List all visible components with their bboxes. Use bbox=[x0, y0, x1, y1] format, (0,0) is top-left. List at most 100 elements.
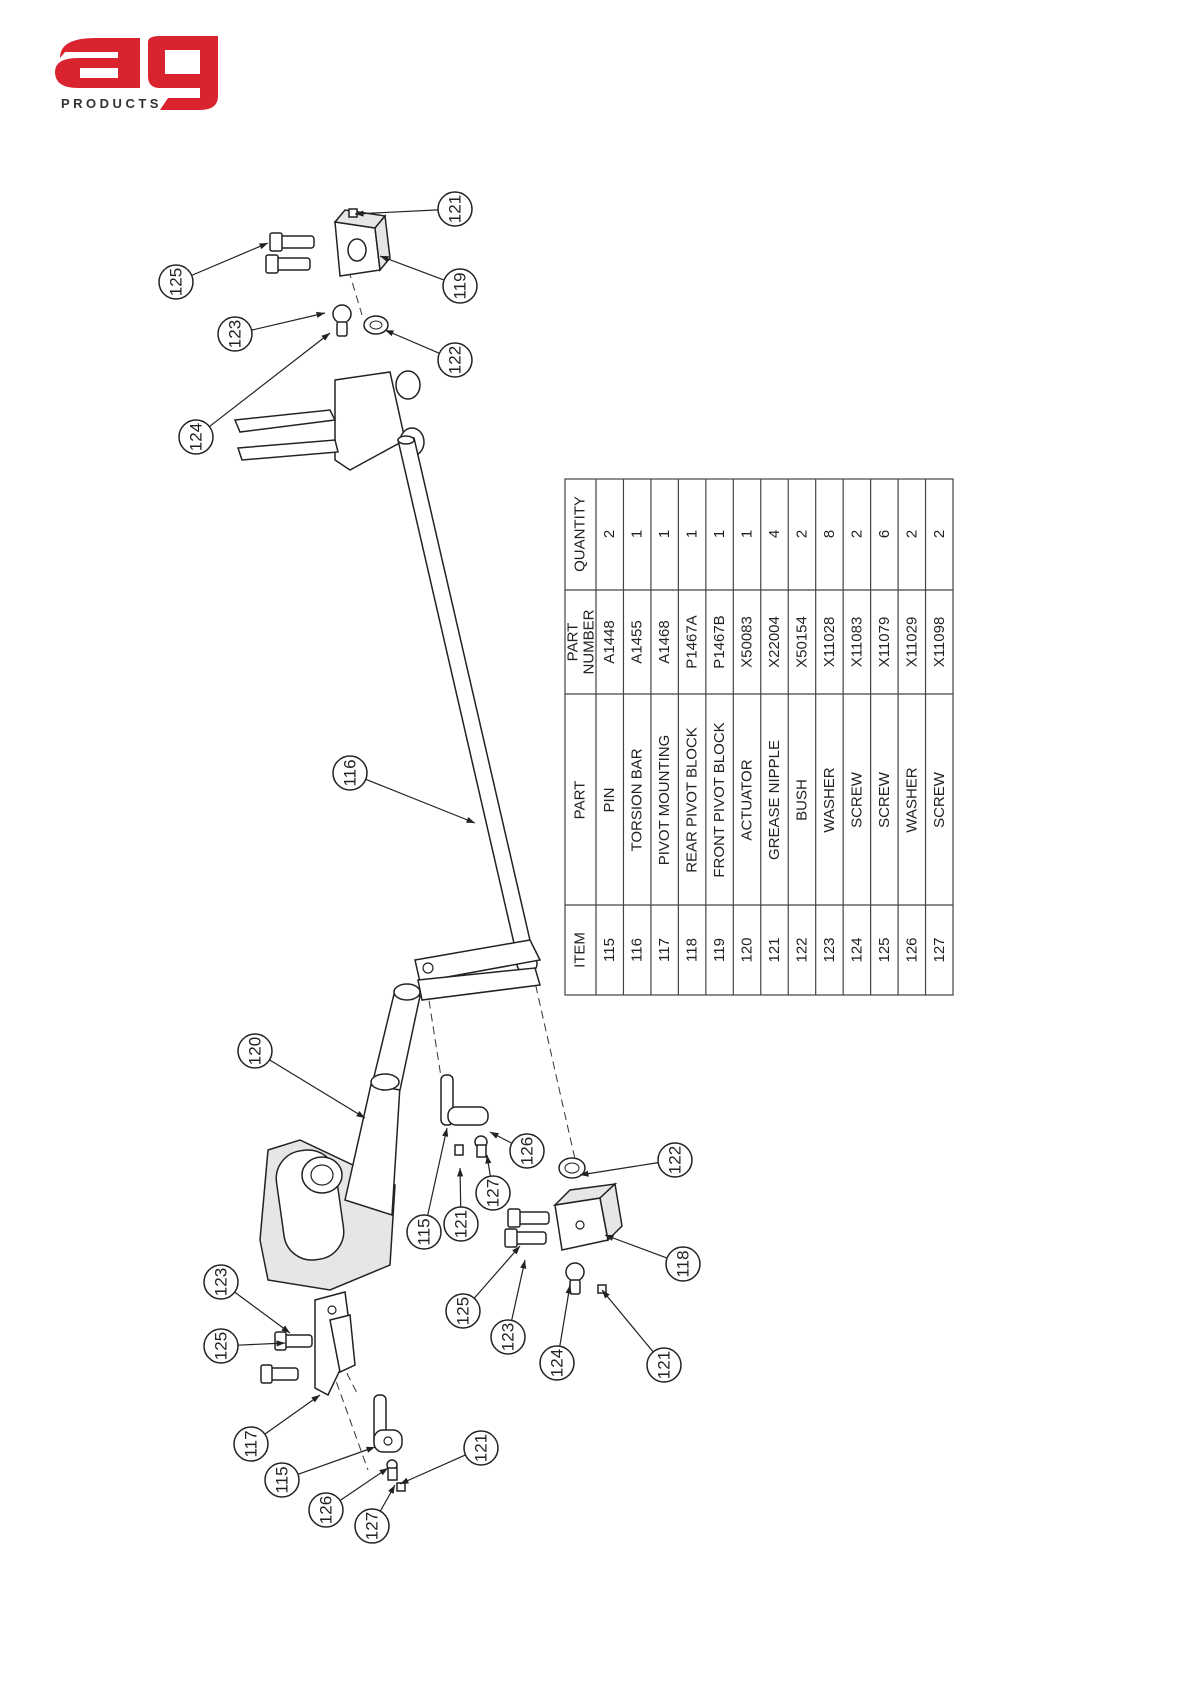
balloon-circle bbox=[490, 1319, 526, 1355]
balloon-label: 127 bbox=[484, 1179, 503, 1207]
balloon-125: 125 bbox=[203, 1328, 286, 1364]
cell-quantity: 1 bbox=[656, 530, 673, 538]
leader-arrowhead bbox=[355, 210, 364, 217]
cell-part: BUSH bbox=[793, 779, 810, 821]
balloon-115: 115 bbox=[264, 1446, 376, 1498]
cell-part-number: X11028 bbox=[821, 617, 838, 668]
balloon-label: 122 bbox=[446, 346, 465, 374]
cell-item: 119 bbox=[711, 938, 728, 962]
leader-arrowhead bbox=[259, 243, 268, 250]
pivot-mounting bbox=[314, 1291, 356, 1397]
balloon-115: 115 bbox=[406, 1127, 449, 1250]
leader-line bbox=[269, 1059, 366, 1119]
cell-quantity: 2 bbox=[793, 530, 810, 538]
balloon-label: 123 bbox=[499, 1323, 518, 1351]
balloon-label: 121 bbox=[452, 1210, 471, 1238]
leader-line bbox=[191, 242, 269, 276]
balloon-circle bbox=[233, 1426, 269, 1462]
leader-line bbox=[559, 1284, 571, 1347]
balloon-122: 122 bbox=[579, 1142, 693, 1178]
parts-list-table: QUANTITY PART NUMBER PART ITEM 2A1448PIN… bbox=[564, 478, 954, 996]
leader-line bbox=[365, 778, 476, 824]
cell-part: SCREW bbox=[876, 771, 893, 828]
leader-line bbox=[339, 1467, 389, 1501]
balloon-circle bbox=[203, 1264, 239, 1300]
balloon-label: 121 bbox=[655, 1351, 674, 1379]
balloon-label: 125 bbox=[167, 268, 186, 296]
cell-part: WASHER bbox=[821, 767, 838, 832]
cell-part-number: P1467A bbox=[684, 615, 701, 668]
balloon-circle bbox=[178, 419, 214, 455]
balloon-circle bbox=[445, 1293, 481, 1329]
balloon-label: 126 bbox=[317, 1496, 336, 1524]
leader-arrowhead bbox=[321, 333, 330, 341]
ag-products-logo: PRODUCTS bbox=[55, 36, 218, 111]
pin-lower bbox=[373, 1394, 406, 1492]
cell-part: REAR PIVOT BLOCK bbox=[684, 727, 701, 873]
balloon-label: 123 bbox=[212, 1268, 231, 1296]
balloon-label: 125 bbox=[212, 1332, 231, 1360]
balloon-label: 127 bbox=[363, 1512, 382, 1540]
balloon-118: 118 bbox=[604, 1234, 701, 1282]
cell-item: 125 bbox=[876, 937, 893, 962]
cell-part: PIVOT MOUNTING bbox=[656, 735, 673, 866]
balloon-circle bbox=[237, 1033, 273, 1069]
cell-part-number: P1467B bbox=[711, 615, 728, 668]
leader-arrowhead bbox=[276, 1340, 285, 1347]
balloon-label: 115 bbox=[415, 1218, 434, 1245]
cell-item: 118 bbox=[684, 938, 701, 962]
balloon-circle bbox=[437, 191, 473, 227]
cell-part: FRONT PIVOT BLOCK bbox=[711, 722, 728, 877]
balloon-circle bbox=[509, 1133, 545, 1169]
balloon-circle bbox=[308, 1492, 344, 1528]
leader-arrowhead bbox=[366, 1446, 375, 1453]
balloon-119: 119 bbox=[379, 255, 478, 304]
cell-item: 115 bbox=[601, 938, 618, 962]
balloon-label: 116 bbox=[341, 759, 360, 786]
cell-item: 127 bbox=[931, 937, 948, 962]
balloon-label: 121 bbox=[472, 1434, 491, 1462]
cell-quantity: 6 bbox=[876, 530, 893, 538]
balloon-127: 127 bbox=[475, 1154, 511, 1211]
balloon-label: 117 bbox=[242, 1430, 261, 1457]
leader-line bbox=[384, 329, 440, 354]
cell-part: SCREW bbox=[848, 771, 865, 828]
balloon-label: 115 bbox=[273, 1466, 292, 1493]
rear-screw-washer bbox=[565, 1262, 585, 1295]
cell-quantity: 2 bbox=[931, 530, 948, 538]
leader-arrowhead bbox=[388, 1485, 395, 1494]
torsion-bar bbox=[397, 435, 538, 974]
leader-arrowhead bbox=[457, 1168, 464, 1177]
cell-item: 122 bbox=[793, 937, 810, 962]
balloon-circle bbox=[437, 342, 473, 378]
cell-part: TORSION BAR bbox=[629, 748, 646, 851]
leader-arrowhead bbox=[490, 1132, 499, 1139]
balloon-label: 126 bbox=[518, 1137, 537, 1165]
balloon-label: 123 bbox=[226, 320, 245, 348]
balloon-circle bbox=[158, 264, 194, 300]
table-header-row: QUANTITY PART NUMBER PART ITEM bbox=[565, 496, 598, 968]
balloon-label: 118 bbox=[674, 1250, 693, 1277]
cell-item: 116 bbox=[629, 938, 646, 962]
cell-quantity: 2 bbox=[903, 530, 920, 538]
cell-part-number: A1448 bbox=[601, 620, 618, 663]
balloon-circle bbox=[665, 1246, 701, 1282]
leader-arrowhead bbox=[565, 1285, 572, 1294]
balloon-circle bbox=[657, 1142, 693, 1178]
leader-arrowhead bbox=[442, 1128, 449, 1137]
cell-part-number: X11098 bbox=[931, 617, 948, 668]
front-mounting-bracket bbox=[233, 370, 425, 471]
leader-arrowhead bbox=[605, 1235, 614, 1241]
cell-item: 117 bbox=[656, 938, 673, 962]
leader-line bbox=[579, 1162, 659, 1176]
cell-part-number: X50154 bbox=[793, 616, 810, 668]
leader-arrowhead bbox=[466, 816, 475, 823]
